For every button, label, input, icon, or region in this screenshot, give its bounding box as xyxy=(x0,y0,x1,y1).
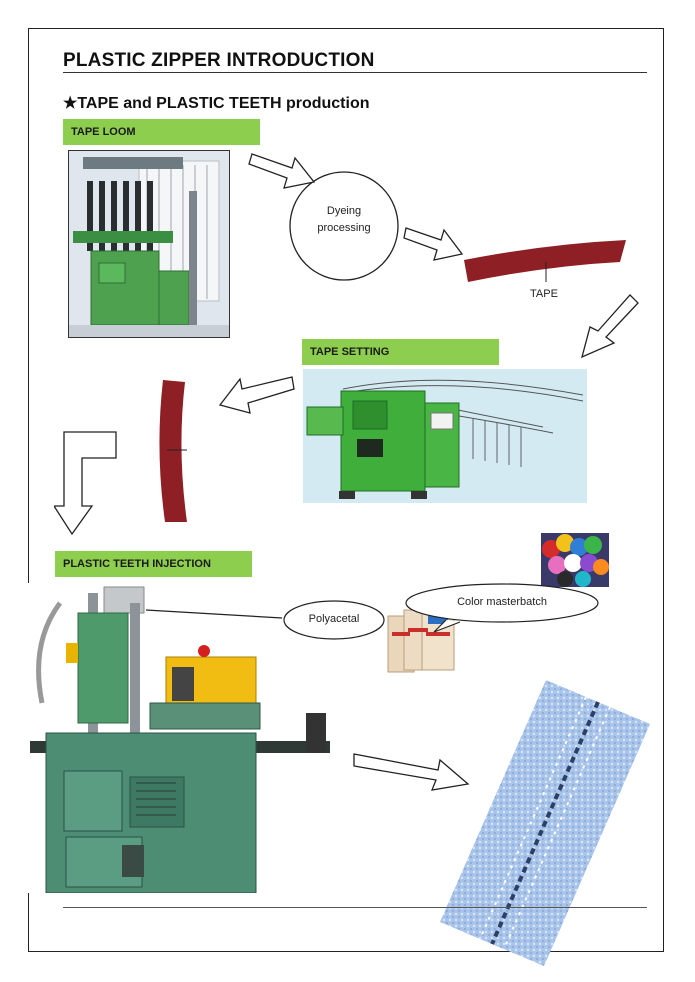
polyacetal-callout xyxy=(145,600,385,640)
tape-annotation: TAPE xyxy=(530,288,558,300)
arrow-dyeing-to-tape-icon xyxy=(403,227,464,261)
title-divider xyxy=(63,72,647,73)
set-tape-strip xyxy=(159,380,187,522)
page-title: PLASTIC ZIPPER INTRODUCTION xyxy=(63,50,375,71)
arrow-injection-to-zipper-icon xyxy=(353,753,470,791)
injection-machine-photo xyxy=(26,583,338,893)
arrow-loom-to-dyeing-icon xyxy=(248,153,316,189)
label-tape-loom: TAPE LOOM xyxy=(63,119,260,145)
color-masterbatch-callout xyxy=(405,583,599,633)
dyeing-label-line1: Dyeing xyxy=(326,205,362,217)
granules-photo xyxy=(541,533,609,587)
label-tape-setting: TAPE SETTING xyxy=(302,339,499,365)
arrow-down-to-injection-icon xyxy=(54,431,117,536)
arrow-setting-to-tape-icon xyxy=(218,376,295,414)
tape-loom-photo xyxy=(68,150,230,338)
dyeing-processing-circle xyxy=(289,171,399,281)
plastic-zipper-photo xyxy=(440,680,650,966)
tape-strip xyxy=(464,240,626,282)
arrow-tape-to-setting-icon xyxy=(581,294,639,359)
polyacetal-label: Polyacetal xyxy=(308,613,360,625)
dyeing-label-line2: processing xyxy=(317,222,371,234)
tape-setting-photo xyxy=(303,369,587,503)
color-masterbatch-label: Color masterbatch xyxy=(457,596,547,608)
footer-divider xyxy=(63,907,647,908)
label-plastic-teeth-injection: PLASTIC TEETH INJECTION xyxy=(55,551,252,577)
page-frame xyxy=(28,28,664,952)
section-title: ★TAPE and PLASTIC TEETH production xyxy=(63,95,370,112)
